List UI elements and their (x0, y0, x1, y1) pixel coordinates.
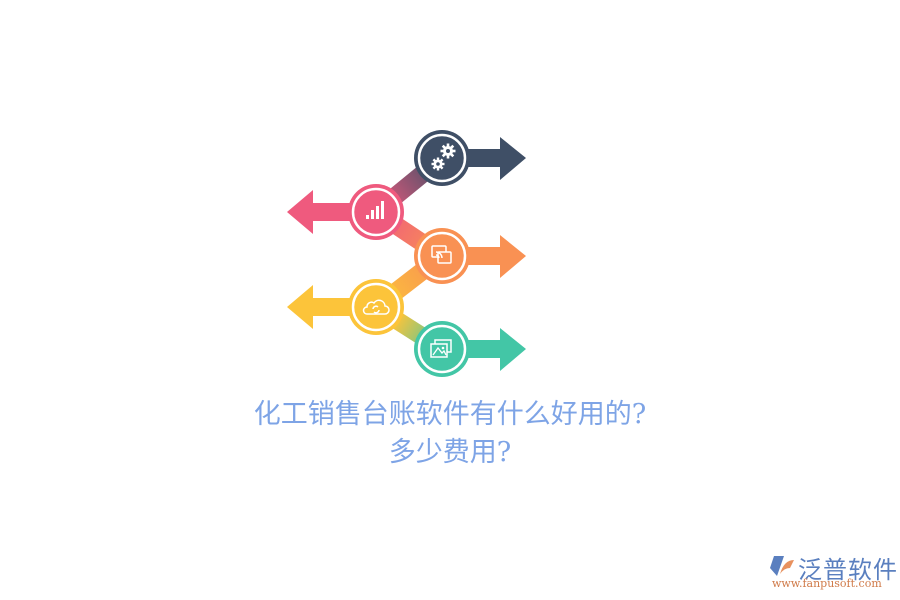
brand-name: 泛普软件 (798, 556, 898, 584)
gears-icon (431, 143, 456, 171)
cloud-sync-icon (362, 299, 390, 315)
arrow-right-3 (442, 235, 526, 278)
bar-chart-icon (366, 201, 384, 219)
image-gallery-icon (430, 339, 452, 358)
arrow-left-4 (287, 285, 376, 329)
step-circle-3 (414, 228, 470, 284)
screen-cast-icon (431, 245, 452, 264)
arrow-right-1 (442, 137, 526, 180)
arrow-left-2 (287, 190, 376, 234)
fanpu-logo-icon (770, 556, 794, 576)
brand-logo[interactable]: 泛普软件 www.fanpusoft.com (768, 550, 897, 592)
step-circle-1 (414, 130, 470, 186)
headline-line-1: 化工销售台账软件有什么好用的? (253, 399, 647, 430)
step-circle-5 (414, 321, 470, 377)
headline-line-2: 多少费用? (388, 437, 512, 468)
brand-url[interactable]: www.fanpusoft.com (772, 577, 882, 590)
step-circle-2 (348, 184, 404, 240)
step-circle-4 (348, 279, 404, 335)
arrow-right-5 (442, 328, 526, 371)
